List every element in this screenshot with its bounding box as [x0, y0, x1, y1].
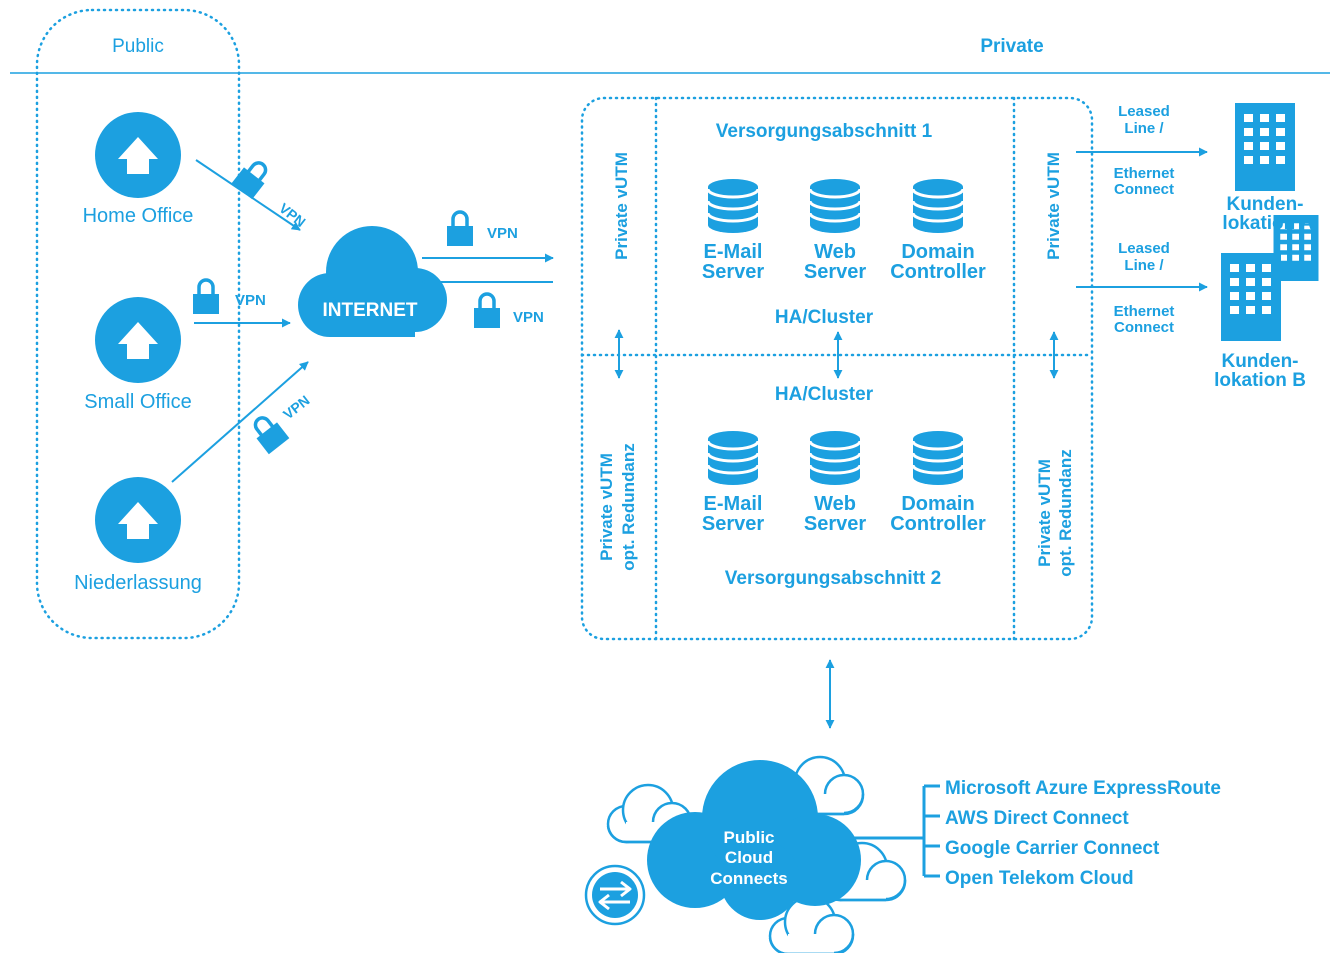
lock-icon-internet-out [445, 210, 475, 248]
customer-b-label-1: Kunden- [1221, 351, 1298, 372]
internet-label: INTERNET [323, 300, 418, 321]
vpn-label-niederlassung: VPN [280, 392, 313, 422]
link-a-label-3: Ethernet [1114, 165, 1175, 182]
connect-item-azure: Microsoft Azure ExpressRoute [945, 778, 1221, 799]
public-zone-label: Public [112, 36, 164, 57]
link-a-label-2: Line / [1124, 120, 1164, 137]
small-office-label: Small Office [84, 391, 191, 413]
domain-controller-2-label-2: Controller [890, 513, 986, 535]
email-server-label-1: E-Mail [704, 241, 763, 263]
public-cloud-label-3: Connects [710, 869, 787, 888]
vpn-arrow-niederlassung [171, 361, 309, 483]
email-server-2-label-1: E-Mail [704, 493, 763, 515]
public-cloud-label-1: Public [723, 828, 774, 847]
section1-title: Versorgungsabschnitt 1 [716, 121, 933, 142]
domain-controller-label-1: Domain [901, 241, 974, 263]
lock-icon-small-office [191, 278, 221, 316]
home-office-label: Home Office [83, 205, 194, 227]
web-server-2-database-icon [808, 429, 862, 487]
connect-item-aws: AWS Direct Connect [945, 808, 1129, 829]
right-utm-bottom-label-1: Private vUTM [1035, 459, 1054, 567]
internet-cloud-icon [298, 226, 447, 337]
link-b-label-3: Ethernet [1114, 303, 1175, 320]
domain-controller-database-icon [911, 177, 965, 235]
vpn-label-internet-in: VPN [513, 309, 544, 326]
home-office-house-icon [95, 112, 181, 198]
vpn-label-small-office: VPN [235, 292, 266, 309]
vpn-label-internet-out: VPN [487, 225, 518, 242]
left-utm-bottom-label-1: Private vUTM [597, 453, 616, 561]
domain-controller-label-2: Controller [890, 261, 986, 283]
domain-controller-2-label-1: Domain [901, 493, 974, 515]
web-server-label-1: Web [814, 241, 856, 263]
link-a-label-1: Leased [1118, 103, 1170, 120]
web-server-database-icon [808, 177, 862, 235]
email-server-label-2: Server [702, 261, 764, 283]
web-server-2-label-2: Server [804, 513, 866, 535]
small-office-house-icon [95, 297, 181, 383]
link-a-label-4: Connect [1114, 181, 1174, 198]
customer-a-label-1: Kunden- [1226, 194, 1303, 215]
left-utm-top-label: Private vUTM [612, 152, 631, 260]
lock-icon-niederlassung [246, 409, 292, 456]
customer-b-building-icon [1221, 253, 1281, 341]
right-utm-bottom-label-2: opt. Redundanz [1056, 449, 1075, 576]
email-server-2-label-2: Server [702, 513, 764, 535]
email-server-2-database-icon [706, 429, 760, 487]
connect-item-telekom: Open Telekom Cloud [945, 868, 1134, 889]
web-server-label-2: Server [804, 261, 866, 283]
lock-icon-internet-in [472, 292, 502, 330]
link-b-label-4: Connect [1114, 319, 1174, 336]
niederlassung-house-icon [95, 477, 181, 563]
left-utm-bottom-label-2: opt. Redundanz [619, 443, 638, 570]
ha-cluster-label-1: HA/Cluster [775, 307, 874, 328]
private-zone-label: Private [980, 36, 1043, 57]
customer-a-building-icon [1235, 103, 1295, 191]
domain-controller-2-database-icon [911, 429, 965, 487]
exchange-arrows-icon [584, 864, 646, 926]
email-server-database-icon [706, 177, 760, 235]
niederlassung-label: Niederlassung [74, 572, 202, 594]
connect-item-google: Google Carrier Connect [945, 838, 1160, 859]
public-cloud-icon [647, 760, 861, 920]
datacenter-frame [580, 96, 1094, 641]
connect-bracket [822, 784, 940, 878]
section2-title: Versorgungsabschnitt 2 [725, 568, 941, 589]
ha-cluster-label-2: HA/Cluster [775, 384, 874, 405]
right-utm-top-label: Private vUTM [1044, 152, 1063, 260]
web-server-2-label-1: Web [814, 493, 856, 515]
public-cloud-label-2: Cloud [725, 848, 773, 867]
customer-a-label-2: lokation A [1222, 213, 1313, 234]
link-b-label-2: Line / [1124, 257, 1164, 274]
customer-b-label-2: lokation B [1214, 370, 1306, 391]
link-b-label-1: Leased [1118, 240, 1170, 257]
